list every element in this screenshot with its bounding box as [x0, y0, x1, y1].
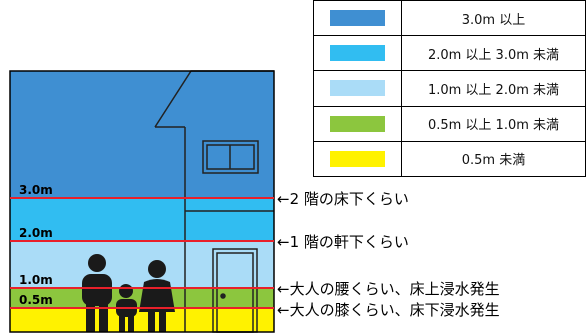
- legend-row: 0.5m 以上 1.0m 未満: [313, 105, 586, 142]
- note-2m: ←1 階の軒下くらい: [277, 233, 409, 251]
- level-label-2m: 2.0m: [19, 226, 53, 240]
- legend-row: 0.5m 未満: [313, 140, 586, 178]
- illustration-frame: [9, 70, 275, 333]
- legend-label: 2.0m 以上 3.0m 未満: [401, 35, 586, 72]
- legend-row: 3.0m 以上: [313, 0, 586, 37]
- legend-swatch-under05m: [330, 150, 385, 167]
- legend-row: 2.0m 以上 3.0m 未満: [313, 35, 586, 72]
- window-icon: [202, 140, 259, 174]
- legend-row: 1.0m 以上 2.0m 未満: [313, 70, 586, 107]
- level-label-3m: 3.0m: [19, 183, 53, 197]
- legend-swatch-3m: [330, 10, 385, 27]
- legend-label: 3.0m 以上: [401, 0, 586, 37]
- band-2m-3m: [10, 198, 274, 241]
- legend-swatch-2m: [330, 45, 385, 62]
- note-1m: ←大人の腰くらい、床上浸水発生: [277, 280, 500, 298]
- legend-swatch-05m: [330, 115, 385, 132]
- legend-table: 3.0m 以上 2.0m 以上 3.0m 未満 1.0m 以上 2.0m 未満 …: [313, 0, 586, 178]
- depth-lines: [10, 197, 274, 309]
- level-label-05m: 0.5m: [19, 293, 53, 307]
- band-over-3m: [10, 71, 274, 198]
- legend-label: 0.5m 以上 1.0m 未満: [401, 105, 586, 142]
- legend-label: 0.5m 未満: [401, 140, 586, 178]
- note-3m: ←2 階の床下くらい: [277, 190, 409, 208]
- legend-swatch-1m: [330, 80, 385, 97]
- level-label-1m: 1.0m: [19, 273, 53, 287]
- adult-man-icon: [82, 254, 112, 332]
- note-05m: ←大人の膝くらい、床下浸水発生: [277, 301, 500, 319]
- legend-label: 1.0m 以上 2.0m 未満: [401, 70, 586, 107]
